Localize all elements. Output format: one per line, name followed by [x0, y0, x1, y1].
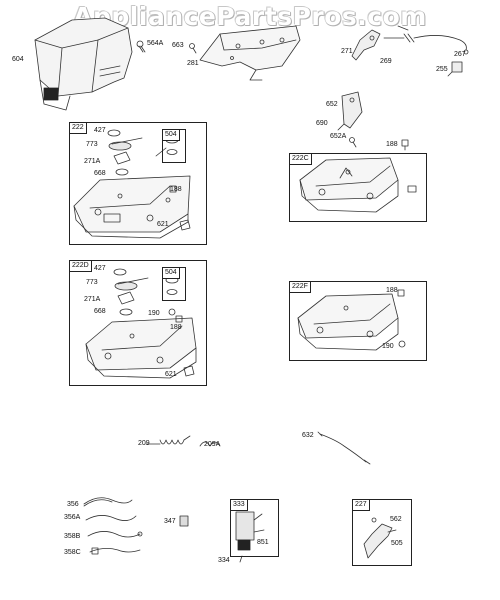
callout-562: 562 — [390, 516, 402, 523]
callout-690: 690 — [316, 120, 328, 127]
callout-632: 632 — [302, 432, 314, 439]
callout-356: 356 — [67, 501, 79, 508]
callout-188: 188 — [170, 186, 182, 193]
callout-255: 255 — [436, 66, 448, 73]
callout-773: 773 — [86, 141, 98, 148]
part-652a-screw — [349, 137, 357, 148]
sub-box-504: 504 — [162, 129, 186, 163]
callout-652: 652 — [326, 101, 338, 108]
callout-209: 209 — [138, 440, 150, 447]
callout-773: 773 — [86, 279, 98, 286]
assembly-box-227: 227 562 505 — [352, 499, 412, 566]
callout-209a: 209A — [204, 441, 221, 448]
assembly-222d — [85, 268, 197, 379]
assembly-222 — [73, 129, 191, 239]
sub-box-504-title: 504 — [163, 268, 180, 279]
watermark: AppliancePartsPros.com — [73, 2, 427, 31]
assembly-box-222c: 222C — [289, 153, 427, 222]
assembly-box-333: 333 851 — [230, 499, 279, 557]
assembly-box-222d: 222D 427 773 271A 668 190 188 621 504 — [69, 260, 207, 386]
callout-668: 668 — [94, 170, 106, 177]
box-222f-title: 222F — [290, 282, 311, 293]
box-227-title: 227 — [353, 500, 370, 511]
part-281-bracket — [199, 25, 301, 81]
assembly-222c — [299, 157, 417, 213]
callout-188: 188 — [386, 287, 398, 294]
callout-190: 190 — [382, 343, 394, 350]
box-222d-title: 222D — [70, 261, 92, 272]
callout-427: 427 — [94, 265, 106, 272]
part-358b-wire — [87, 531, 143, 538]
sub-box-504: 504 — [162, 267, 186, 301]
part-347 — [179, 515, 189, 527]
callout-564a: 564A — [147, 40, 164, 47]
part-358c-wire — [89, 547, 141, 555]
part-cable — [383, 25, 467, 51]
part-663-screw — [189, 43, 197, 54]
sub-box-504-title: 504 — [163, 130, 180, 141]
callout-281: 281 — [187, 60, 199, 67]
part-271-lever — [351, 29, 381, 61]
part-564a-screw — [136, 40, 146, 53]
box-222-title: 222 — [70, 123, 87, 134]
part-356-wire — [83, 497, 133, 507]
callout-267: 267 — [454, 51, 466, 58]
part-209a-spring — [199, 441, 221, 447]
callout-663: 663 — [172, 42, 184, 49]
callout-427: 427 — [94, 127, 106, 134]
box-333-title: 333 — [231, 500, 248, 511]
part-209-spring — [145, 435, 191, 445]
assembly-box-222f: 222F 188 190 — [289, 281, 427, 361]
callout-356a: 356A — [64, 514, 81, 521]
callout-188: 188 — [170, 324, 182, 331]
callout-652a: 652A — [330, 133, 347, 140]
part-652-bracket — [337, 91, 363, 131]
part-632-wire — [317, 431, 371, 465]
callout-621: 621 — [157, 221, 169, 228]
assembly-227 — [363, 517, 397, 559]
assembly-222f — [297, 289, 406, 351]
callout-851: 851 — [257, 539, 269, 546]
callout-505: 505 — [391, 540, 403, 547]
callout-604: 604 — [12, 56, 24, 63]
part-267-screw — [463, 49, 469, 55]
part-356a-wire — [85, 515, 137, 521]
callout-190: 190 — [148, 310, 160, 317]
assembly-box-222: 222 427 773 271A 668 188 621 504 — [69, 122, 207, 245]
assembly-333 — [235, 511, 265, 563]
callout-668: 668 — [94, 308, 106, 315]
part-255-clip — [447, 61, 463, 77]
box-222c-title: 222C — [290, 154, 312, 165]
callout-271a: 271A — [84, 296, 101, 303]
callout-269: 269 — [380, 58, 392, 65]
part-604-cover — [34, 17, 133, 111]
callout-358c: 358C — [64, 549, 81, 556]
callout-271a: 271A — [84, 158, 101, 165]
callout-188-top: 188 — [386, 141, 398, 148]
callout-347: 347 — [164, 518, 176, 525]
callout-271: 271 — [341, 48, 353, 55]
callout-358b: 358B — [64, 533, 81, 540]
part-188-screw-top — [401, 139, 409, 151]
callout-621: 621 — [165, 371, 177, 378]
callout-334: 334 — [218, 557, 230, 564]
